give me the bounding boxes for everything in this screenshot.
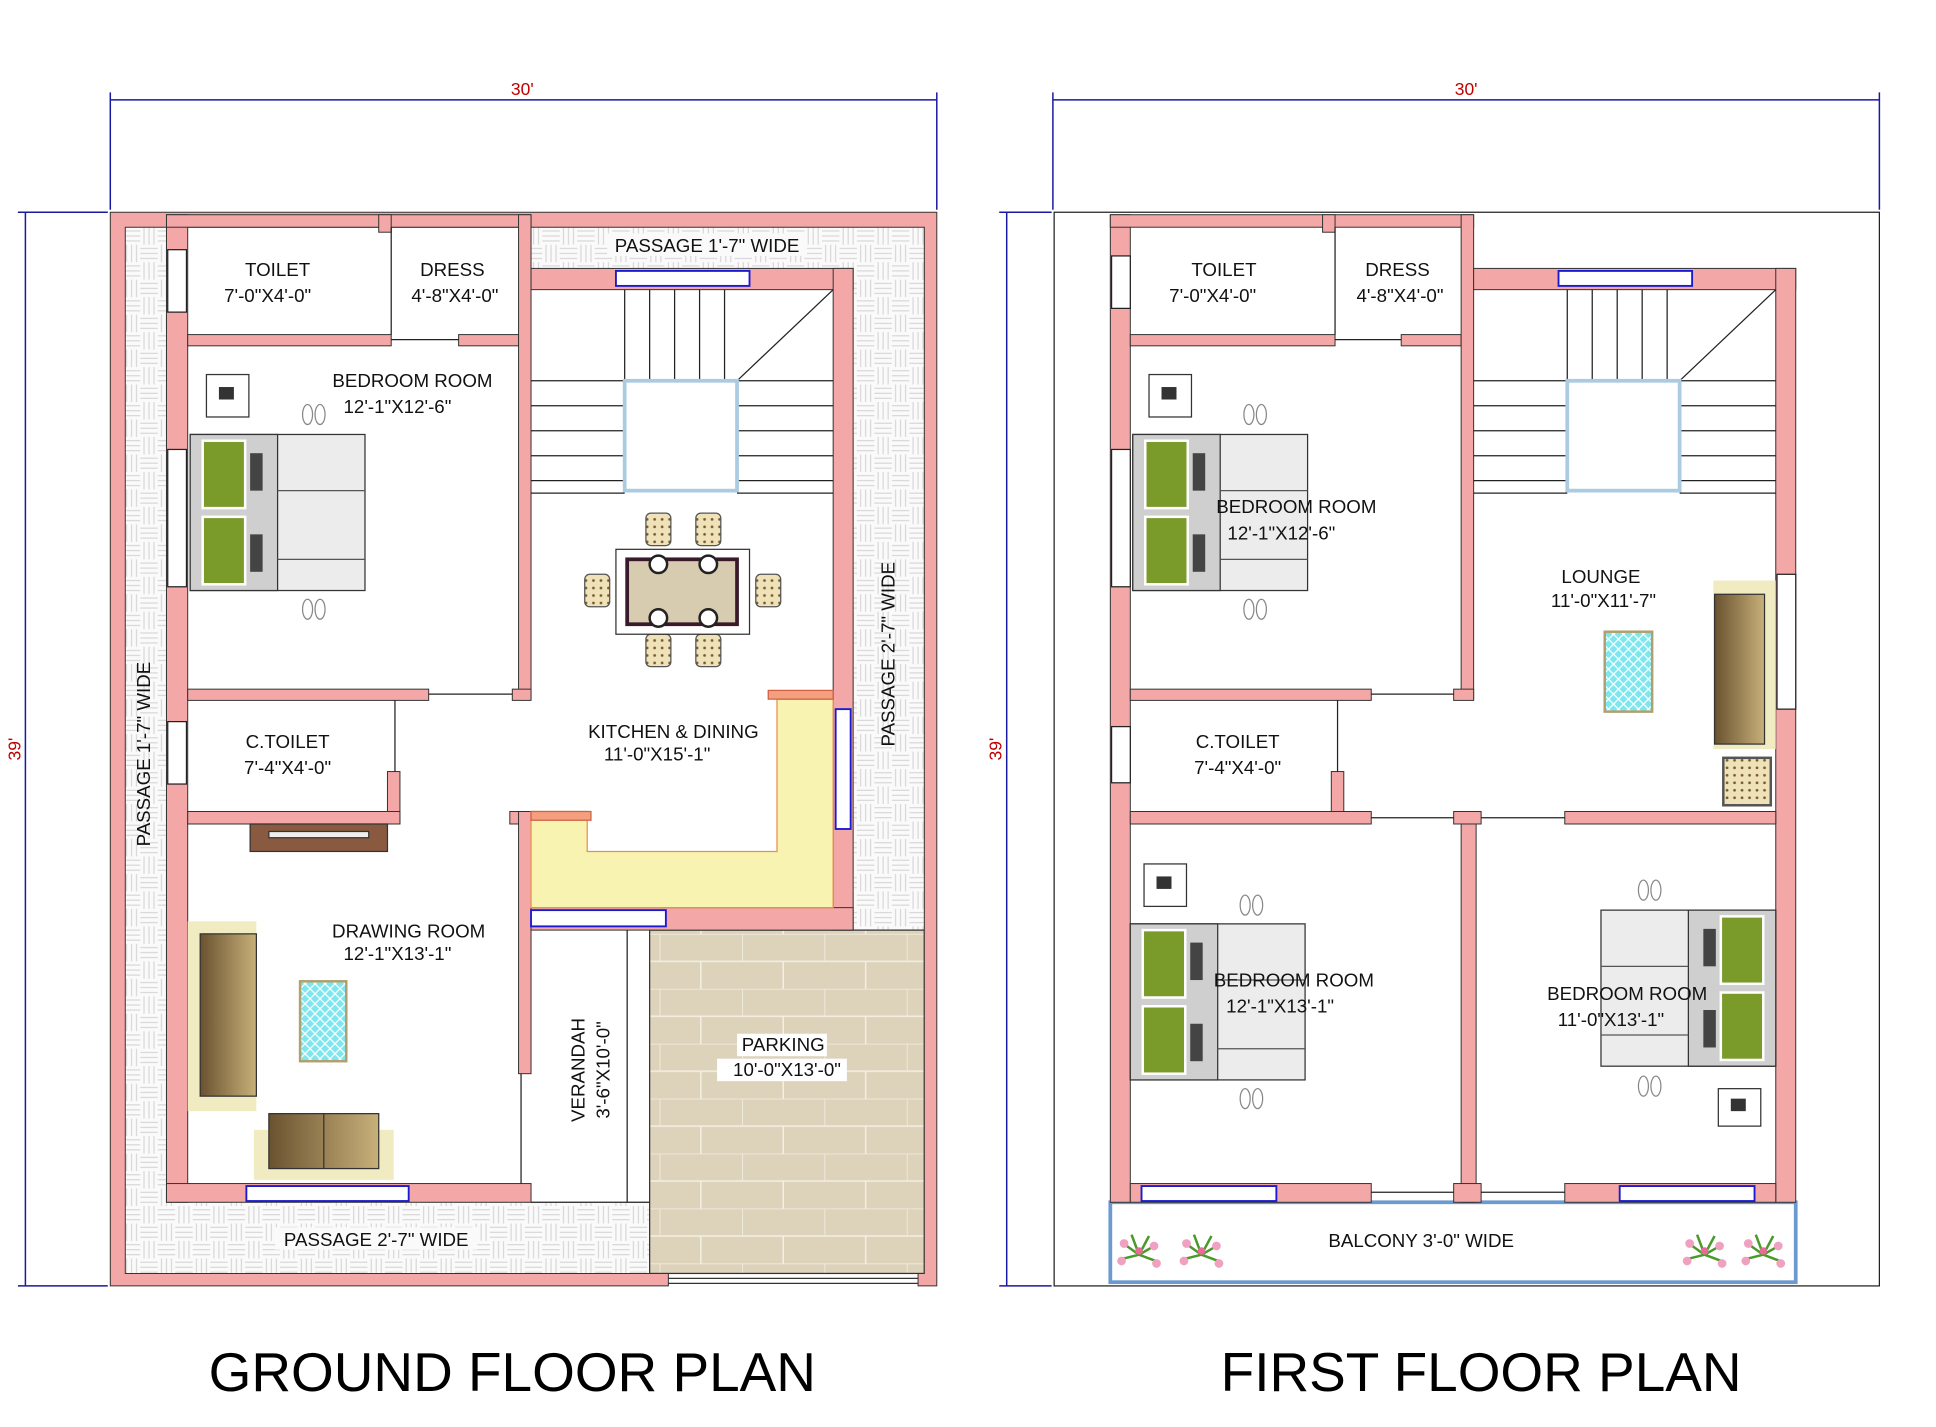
passage-top-label: PASSAGE 1'-7" WIDE (615, 235, 800, 256)
parking-area (649, 929, 925, 1275)
room-size-lounge: 11'-0"X11'-7" (1551, 590, 1656, 611)
room-name-verandah: VERANDAH (568, 1018, 589, 1122)
verandah-area (531, 930, 650, 1203)
room-name-drawing: DRAWING ROOM (332, 921, 485, 942)
window (1776, 573, 1797, 710)
room-name-parking: PARKING (742, 1034, 825, 1055)
bed (188, 433, 367, 592)
room-size-parking: 10'-0"X13'-0" (733, 1059, 841, 1080)
passage-right-label: PASSAGE 2'-7" WIDE (877, 562, 898, 747)
room-size-toilet: 7'-0"X4'-0" (224, 285, 311, 306)
window (1110, 448, 1131, 588)
room-name-toilet: TOILET (245, 259, 310, 280)
room-size-bedroom-2: 12'-1"X13'-1" (1226, 996, 1334, 1017)
room-name-dress: DRESS (420, 259, 485, 280)
ottoman (1722, 756, 1773, 807)
width-dimension: 30' (109, 79, 938, 210)
passage-left-label: PASSAGE 1'-7" WIDE (133, 662, 154, 847)
first-floor-plan: 30' 39' (986, 79, 1881, 1403)
window (834, 708, 852, 830)
window (530, 909, 667, 928)
window (1557, 269, 1694, 287)
ground-floor-title: GROUND FLOOR PLAN (209, 1341, 816, 1403)
dining-table (584, 512, 782, 668)
first-floor-title: FIRST FLOOR PLAN (1221, 1341, 1742, 1403)
room-name-bedroom-1: BEDROOM ROOM (1216, 496, 1376, 517)
passage-bottom-label: PASSAGE 2'-7" WIDE (284, 1229, 469, 1250)
balcony (1108, 1200, 1798, 1285)
window (167, 720, 188, 785)
window (1618, 1185, 1756, 1202)
room-size-dress: 4'-8"X4'-0" (411, 285, 498, 306)
room-size-c-toilet: 7'-4"X4'-0" (244, 757, 331, 778)
room-size-bedroom-1: 12'-1"X12'-6" (1227, 522, 1335, 543)
room-size-bedroom: 12'-1"X12'-6" (344, 396, 452, 417)
room-size-verandah: 3'-6"X10'-0" (593, 1021, 614, 1118)
height-dimension-label: 39' (4, 738, 24, 761)
window (1140, 1185, 1278, 1202)
room-name-c-toilet: C.TOILET (246, 731, 330, 752)
compound-wall (109, 211, 938, 1287)
center-table (298, 980, 348, 1063)
window (1110, 725, 1131, 784)
room-name-kitchen: KITCHEN & DINING (588, 721, 759, 742)
room-name-bedroom-2: BEDROOM ROOM (1214, 969, 1374, 990)
height-dimension: 39' (986, 211, 1052, 1287)
height-dimension: 39' (4, 211, 108, 1287)
room-name-dress: DRESS (1365, 259, 1430, 280)
center-table (1603, 630, 1654, 713)
room-size-kitchen: 11'-0"X15'-1" (604, 743, 710, 764)
room-size-c-toilet: 7'-4"X4'-0" (1194, 757, 1281, 778)
height-dimension-label: 39' (986, 738, 1006, 761)
window (167, 249, 188, 313)
room-name-lounge: LOUNGE (1561, 566, 1640, 587)
window (614, 269, 751, 287)
room-size-bedroom-3: 11'-0"X13'-1" (1558, 1009, 1664, 1030)
width-dimension: 30' (1052, 79, 1881, 210)
staircase (531, 289, 834, 494)
staircase (1473, 289, 1777, 494)
window (167, 448, 188, 588)
window (245, 1185, 410, 1202)
width-dimension-label: 30' (1455, 79, 1478, 99)
room-size-dress: 4'-8"X4'-0" (1356, 285, 1443, 306)
window (1110, 255, 1131, 309)
room-name-toilet: TOILET (1191, 259, 1256, 280)
width-dimension-label: 30' (511, 79, 534, 99)
room-size-drawing: 12'-1"X13'-1" (344, 943, 452, 964)
balcony-label: BALCONY 3'-0" WIDE (1328, 1230, 1514, 1251)
room-name-bedroom-3: BEDROOM ROOM (1547, 983, 1707, 1004)
ground-floor-plan: 30' 39' (4, 79, 938, 1403)
room-size-toilet: 7'-0"X4'-0" (1169, 285, 1256, 306)
room-name-bedroom: BEDROOM ROOM (332, 370, 492, 391)
room-name-c-toilet: C.TOILET (1196, 731, 1280, 752)
